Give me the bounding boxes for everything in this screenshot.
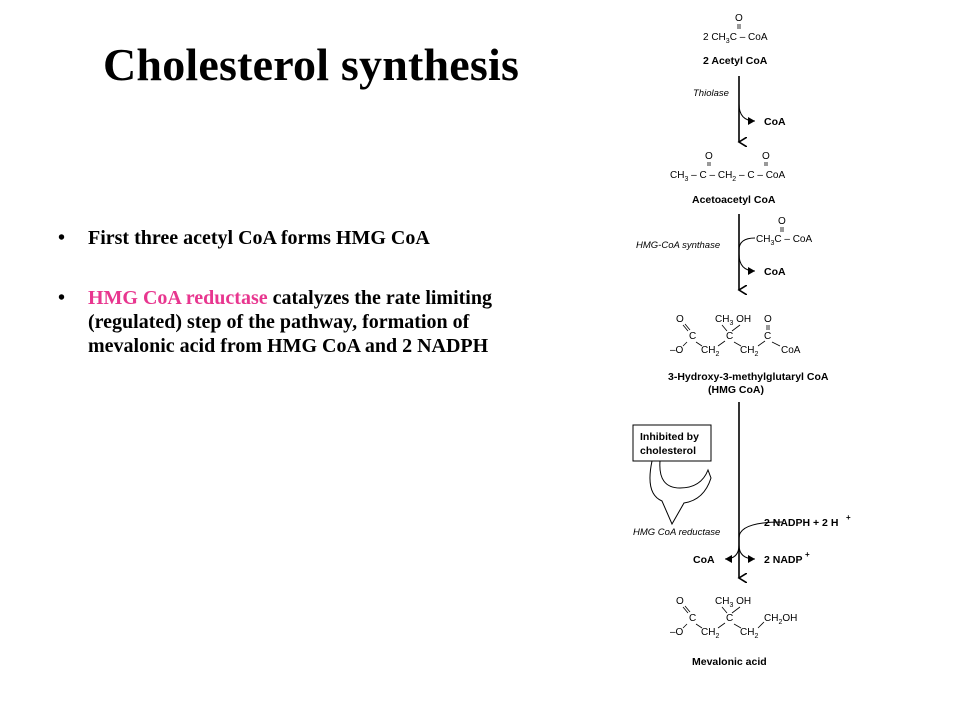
svg-text:CH2: CH2 — [701, 345, 719, 358]
slide-title: Cholesterol synthesis — [103, 39, 520, 90]
svg-text:CH2: CH2 — [740, 345, 758, 358]
acetyl-coa: O 2 CH3C – CoA 2 Acetyl CoA — [703, 13, 768, 67]
svg-text:C: C — [726, 331, 733, 342]
svg-text:CH2: CH2 — [740, 627, 758, 640]
bullet-item-2: • HMG CoA reductase catalyzes the rate l… — [58, 286, 558, 358]
svg-text:2 Acetyl CoA: 2 Acetyl CoA — [703, 55, 768, 67]
svg-text:O: O — [705, 151, 713, 162]
hmg-coa-reductase-step: 2 NADPH + 2 H + HMG CoA reductase CoA 2 … — [633, 402, 851, 578]
hmg-coa: O C –O CH2 CH3 OH C CH2 O C CoA 3-Hydrox… — [668, 314, 829, 396]
svg-text:Acetoacetyl CoA: Acetoacetyl CoA — [692, 194, 776, 206]
svg-text:CH3 OH: CH3 OH — [715, 314, 751, 327]
cholesterol-pathway-diagram: O 2 CH3C – CoA 2 Acetyl CoA Thiolase CoA… — [632, 13, 851, 668]
hmg-coa-synthase-step: O CH3C – CoA HMG-CoA synthase CoA — [636, 214, 812, 290]
svg-text:Inhibited by: Inhibited by — [640, 431, 699, 443]
acetoacetyl-coa: O O CH3 – C – CH2 – C – CoA Acetoacetyl … — [670, 151, 785, 206]
svg-text:C: C — [764, 331, 771, 342]
bullet-marker: • — [58, 287, 66, 309]
bullet-item-1: • First three acetyl CoA forms HMG CoA — [58, 226, 558, 250]
svg-text:C: C — [689, 331, 696, 342]
svg-text:O: O — [778, 216, 786, 227]
svg-text:O: O — [676, 596, 684, 607]
svg-text:C: C — [726, 613, 733, 624]
svg-text:O: O — [676, 314, 684, 325]
svg-text:cholesterol: cholesterol — [640, 445, 696, 457]
svg-text:+: + — [805, 550, 810, 559]
bullet-text: catalyzes the rate limiting (regulated) … — [88, 287, 492, 357]
svg-text:HMG-CoA synthase: HMG-CoA synthase — [636, 240, 720, 251]
svg-text:O: O — [735, 13, 743, 24]
svg-text:Mevalonic acid: Mevalonic acid — [692, 656, 767, 668]
svg-text:CoA: CoA — [781, 345, 801, 356]
svg-text:HMG CoA reductase: HMG CoA reductase — [633, 527, 720, 538]
svg-text:CH3 – C – CH2 – C – CoA: CH3 – C – CH2 – C – CoA — [670, 170, 785, 183]
bullet-marker: • — [58, 227, 66, 249]
svg-text:2 NADP: 2 NADP — [764, 554, 803, 566]
svg-text:O: O — [762, 151, 770, 162]
thiolase-step: Thiolase CoA — [693, 76, 786, 142]
svg-text:CH2OH: CH2OH — [764, 613, 797, 626]
svg-text:CH3C – CoA: CH3C – CoA — [756, 234, 812, 247]
inhibition-callout: Inhibited by cholesterol — [632, 424, 712, 526]
svg-text:CoA: CoA — [693, 554, 715, 566]
svg-text:Thiolase: Thiolase — [693, 88, 729, 99]
svg-text:CoA: CoA — [764, 266, 786, 278]
svg-text:(HMG CoA): (HMG CoA) — [708, 384, 764, 396]
svg-text:2 CH3C – CoA: 2 CH3C – CoA — [703, 32, 768, 45]
svg-text:O: O — [764, 314, 772, 325]
svg-text:3-Hydroxy-3-methylglutaryl CoA: 3-Hydroxy-3-methylglutaryl CoA — [668, 371, 829, 383]
highlighted-term: HMG CoA reductase — [88, 287, 268, 309]
bullet-text: First three acetyl CoA forms HMG CoA — [88, 227, 430, 249]
svg-text:C: C — [689, 613, 696, 624]
svg-text:–O: –O — [670, 345, 684, 356]
svg-text:+: + — [846, 513, 851, 522]
bullet-list: • First three acetyl CoA forms HMG CoA •… — [58, 226, 558, 358]
svg-text:–O: –O — [670, 627, 684, 638]
mevalonic-acid: O C –O CH2 CH3 OH C CH2 CH2OH Mevalonic … — [670, 596, 797, 668]
svg-text:CH3 OH: CH3 OH — [715, 596, 751, 609]
svg-text:2 NADPH + 2 H: 2 NADPH + 2 H — [764, 517, 838, 529]
svg-text:CoA: CoA — [764, 116, 786, 128]
svg-text:CH2: CH2 — [701, 627, 719, 640]
